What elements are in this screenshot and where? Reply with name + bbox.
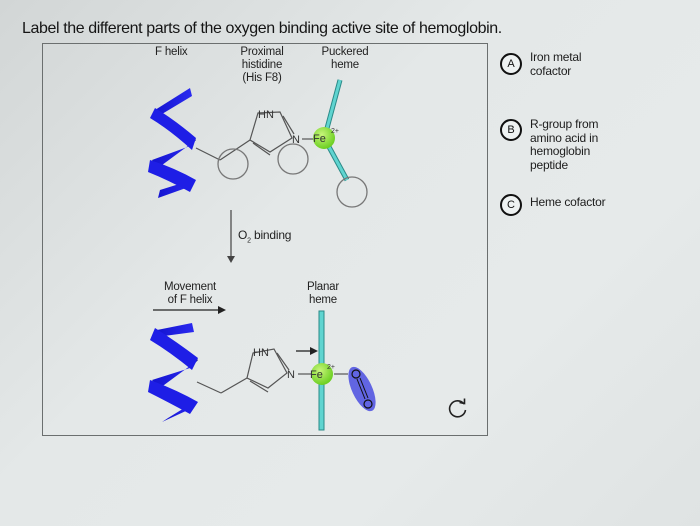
option-c-badge: C: [500, 194, 522, 216]
svg-text:N: N: [292, 134, 300, 146]
option-a-iron-metal-cofactor[interactable]: A Iron metal cofactor: [500, 50, 582, 78]
diagram-area: [42, 43, 488, 436]
reset-button[interactable]: [446, 396, 470, 420]
question-title: Label the different parts of the oxygen …: [22, 20, 502, 37]
oxygen-molecule-icon: [348, 366, 376, 412]
svg-text:2+: 2+: [331, 128, 339, 135]
f-helix-bottom-icon: [148, 323, 198, 422]
puckered-heme-icon: [323, 79, 350, 182]
movement-arrow-icon: [153, 306, 226, 314]
label-o2-binding: O2 binding: [238, 228, 292, 245]
option-b-badge: B: [500, 119, 522, 141]
label-proximal-histidine: Proximal histidine (His F8): [240, 46, 284, 84]
svg-text:HN: HN: [258, 109, 274, 121]
option-c-heme-cofactor[interactable]: C Heme cofactor: [500, 194, 606, 216]
label-planar-heme: Planar heme: [306, 281, 340, 306]
svg-text:2+: 2+: [327, 364, 335, 371]
svg-text:Fe: Fe: [313, 133, 326, 145]
label-puckered-heme: Puckered heme: [321, 46, 369, 71]
iron-atom-top-icon: [313, 127, 335, 149]
label-movement-f-helix: Movement of F helix: [163, 281, 217, 306]
iron-atom-bottom-icon: [311, 363, 333, 385]
o2-binding-arrow-icon: [227, 210, 235, 263]
f-helix-top-icon: [148, 88, 196, 198]
option-b-r-group[interactable]: B R-group from amino acid in hemoglobin …: [500, 117, 598, 172]
label-f-helix: F helix: [155, 46, 188, 58]
reset-icon: [448, 398, 467, 418]
option-a-badge: A: [500, 53, 522, 75]
svg-text:HN: HN: [253, 347, 269, 359]
svg-text:Fe: Fe: [310, 369, 323, 381]
svg-text:N: N: [287, 369, 295, 381]
